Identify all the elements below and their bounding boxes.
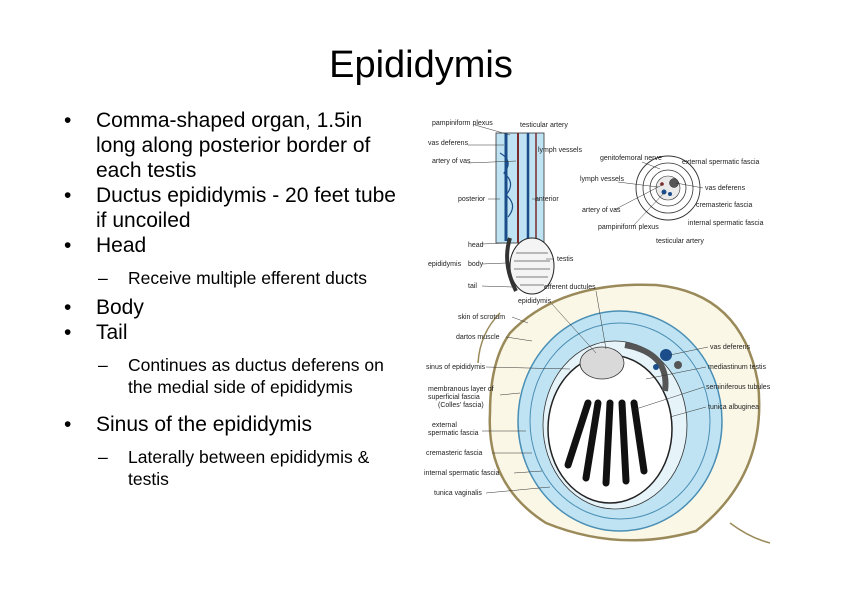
label-lymph-vessels: lymph vessels xyxy=(538,147,582,154)
label-pampiniform-plexus-cord: pampiniform plexus xyxy=(598,224,659,231)
label-genitofemoral-nerve: genitofemoral nerve xyxy=(600,155,662,162)
testis-section-labels: efferent ductules epididymis skin of scr… xyxy=(424,284,771,497)
label-cremasteric-fascia-cord: cremasteric fascia xyxy=(696,202,753,209)
label-spermatic-fascia: spermatic fascia xyxy=(428,430,479,437)
label-mediastinum-testis: mediastinum testis xyxy=(708,364,766,371)
label-vas-deferens-section: vas deferens xyxy=(710,344,751,351)
label-superficial-fascia: superficial fascia xyxy=(428,394,480,401)
sub-bullet-item: Laterally between epididymis & testis xyxy=(62,446,407,490)
label-internal-spermatic-fascia-section: internal spermatic fascia xyxy=(424,470,500,477)
label-lymph-vessels-cord: lymph vessels xyxy=(580,176,624,183)
bullet-item: Tail xyxy=(62,320,407,345)
label-vas-deferens-cord: vas deferens xyxy=(705,185,746,192)
label-efferent-ductules: efferent ductules xyxy=(544,284,596,291)
label-anterior: anterior xyxy=(535,196,559,203)
bullet-item: Sinus of the epididymis xyxy=(62,412,407,437)
label-epididymis-section: epididymis xyxy=(518,298,552,305)
testis-section-drawing xyxy=(477,283,771,544)
label-artery-of-vas-cord: artery of vas xyxy=(582,207,621,214)
bullet-item: Body xyxy=(62,295,407,320)
bullet-list: Comma-shaped organ, 1.5in long along pos… xyxy=(62,108,407,490)
label-vas-deferens: vas deferens xyxy=(428,140,469,147)
spermatic-cord-drawing xyxy=(495,132,555,295)
label-posterior: posterior xyxy=(458,196,486,203)
sub-bullet-item: Receive multiple efferent ducts xyxy=(62,267,407,289)
cross-section-labels: genitofemoral nerve external spermatic f… xyxy=(580,155,764,245)
slide-title: Epididymis xyxy=(329,44,513,86)
label-skin-of-scrotum: skin of scrotum xyxy=(458,314,505,321)
label-external-spermatic-fascia: external spermatic fascia xyxy=(682,159,760,166)
label-sinus-of-epididymis: sinus of epididymis xyxy=(426,364,486,371)
label-testicular-artery: testicular artery xyxy=(520,122,568,129)
upper-left-labels: pampiniform plexus testicular artery vas… xyxy=(428,120,582,290)
label-dartos-muscle: dartos muscle xyxy=(456,334,500,341)
epididymis-anatomy-figure: pampiniform plexus testicular artery vas… xyxy=(424,120,771,544)
bullet-item: Ductus epididymis - 20 feet tube if unco… xyxy=(62,183,407,233)
label-external: external xyxy=(432,422,457,429)
bullet-item: Comma-shaped organ, 1.5in long along pos… xyxy=(62,108,407,183)
label-testis: testis xyxy=(557,256,574,263)
label-artery-of-vas: artery of vas xyxy=(432,158,471,165)
label-body: body xyxy=(468,261,484,268)
label-membranous-layer: membranous layer of xyxy=(428,386,494,393)
label-internal-spermatic-fascia: internal spermatic fascia xyxy=(688,220,764,227)
label-testicular-artery-cord: testicular artery xyxy=(656,238,704,245)
cord-cross-section xyxy=(635,155,701,221)
label-pampiniform-plexus: pampiniform plexus xyxy=(432,120,493,127)
sub-bullet-item: Continues as ductus deferens on the medi… xyxy=(62,354,407,398)
label-tunica-albuginea: tunica albuginea xyxy=(708,404,759,411)
label-colles-fascia: (Colles' fascia) xyxy=(438,402,484,409)
label-tail: tail xyxy=(468,283,477,290)
label-tunica-vaginalis: tunica vaginalis xyxy=(434,490,482,497)
bullet-item: Head xyxy=(62,233,407,258)
label-seminiferous-tubules: seminiferous tubules xyxy=(706,384,771,391)
label-cremasteric-fascia: cremasteric fascia xyxy=(426,450,483,457)
label-epididymis: epididymis xyxy=(428,261,462,268)
label-head: head xyxy=(468,242,484,249)
